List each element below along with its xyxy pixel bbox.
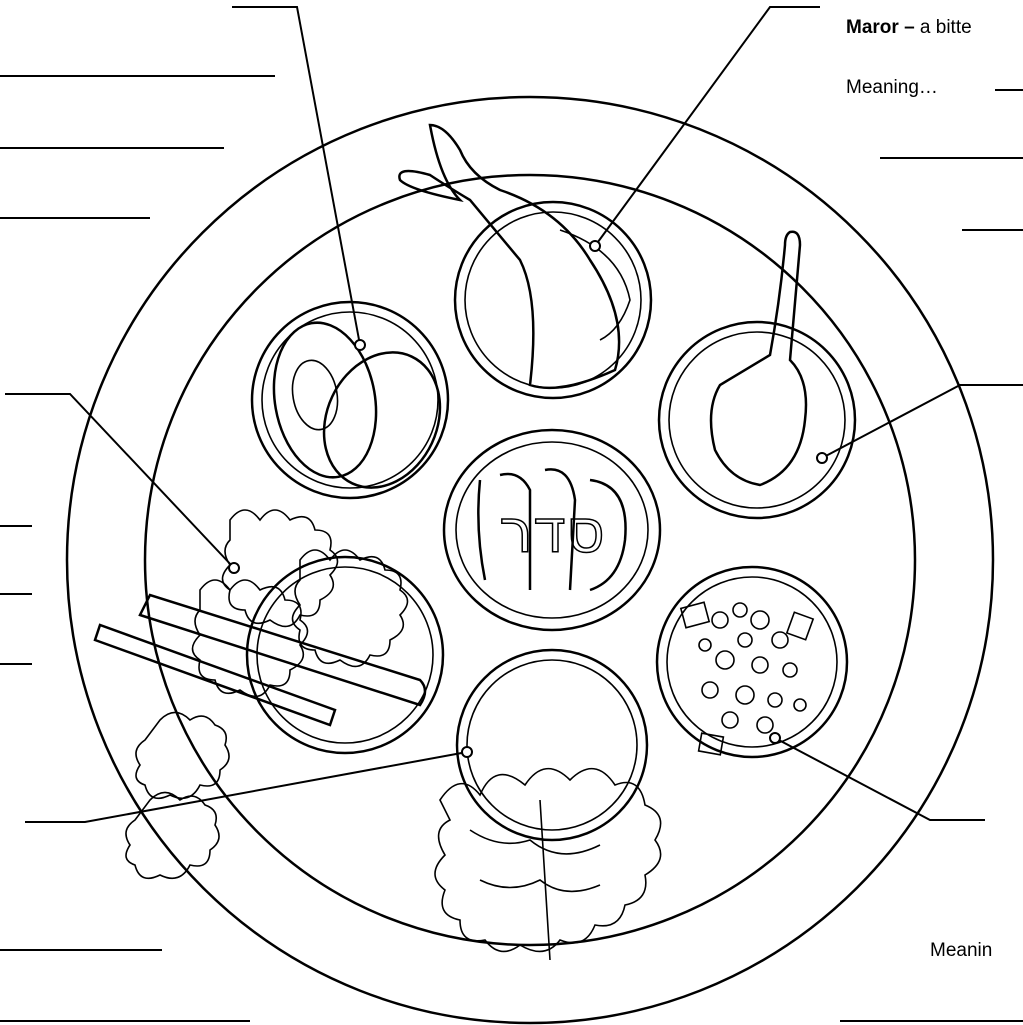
center-hebrew-text: סדר xyxy=(499,497,605,567)
center-medallion: סדר xyxy=(444,430,660,630)
chazeret-bowl xyxy=(435,650,661,960)
egg-marker xyxy=(355,340,365,350)
charoset-bowl xyxy=(657,567,847,757)
maror-label: Maror – a bitte xyxy=(846,17,972,39)
leader-lines xyxy=(5,7,1023,822)
answer-lines-left xyxy=(0,76,275,1021)
shankbone-marker xyxy=(817,453,827,463)
chazeret-marker xyxy=(462,747,472,757)
answer-lines-right xyxy=(840,90,1023,1021)
shankbone-bowl xyxy=(659,232,855,518)
karpas-bowl xyxy=(95,510,443,878)
karpas-marker xyxy=(229,563,239,573)
maror-marker xyxy=(590,241,600,251)
charoset-marker xyxy=(770,733,780,743)
meaning-label-top: Meaning… xyxy=(846,77,938,99)
maror-label-bold: Maror – xyxy=(846,17,915,38)
maror-label-desc: a bitte xyxy=(915,17,972,38)
meaning-label-bottom: Meanin xyxy=(930,940,992,962)
